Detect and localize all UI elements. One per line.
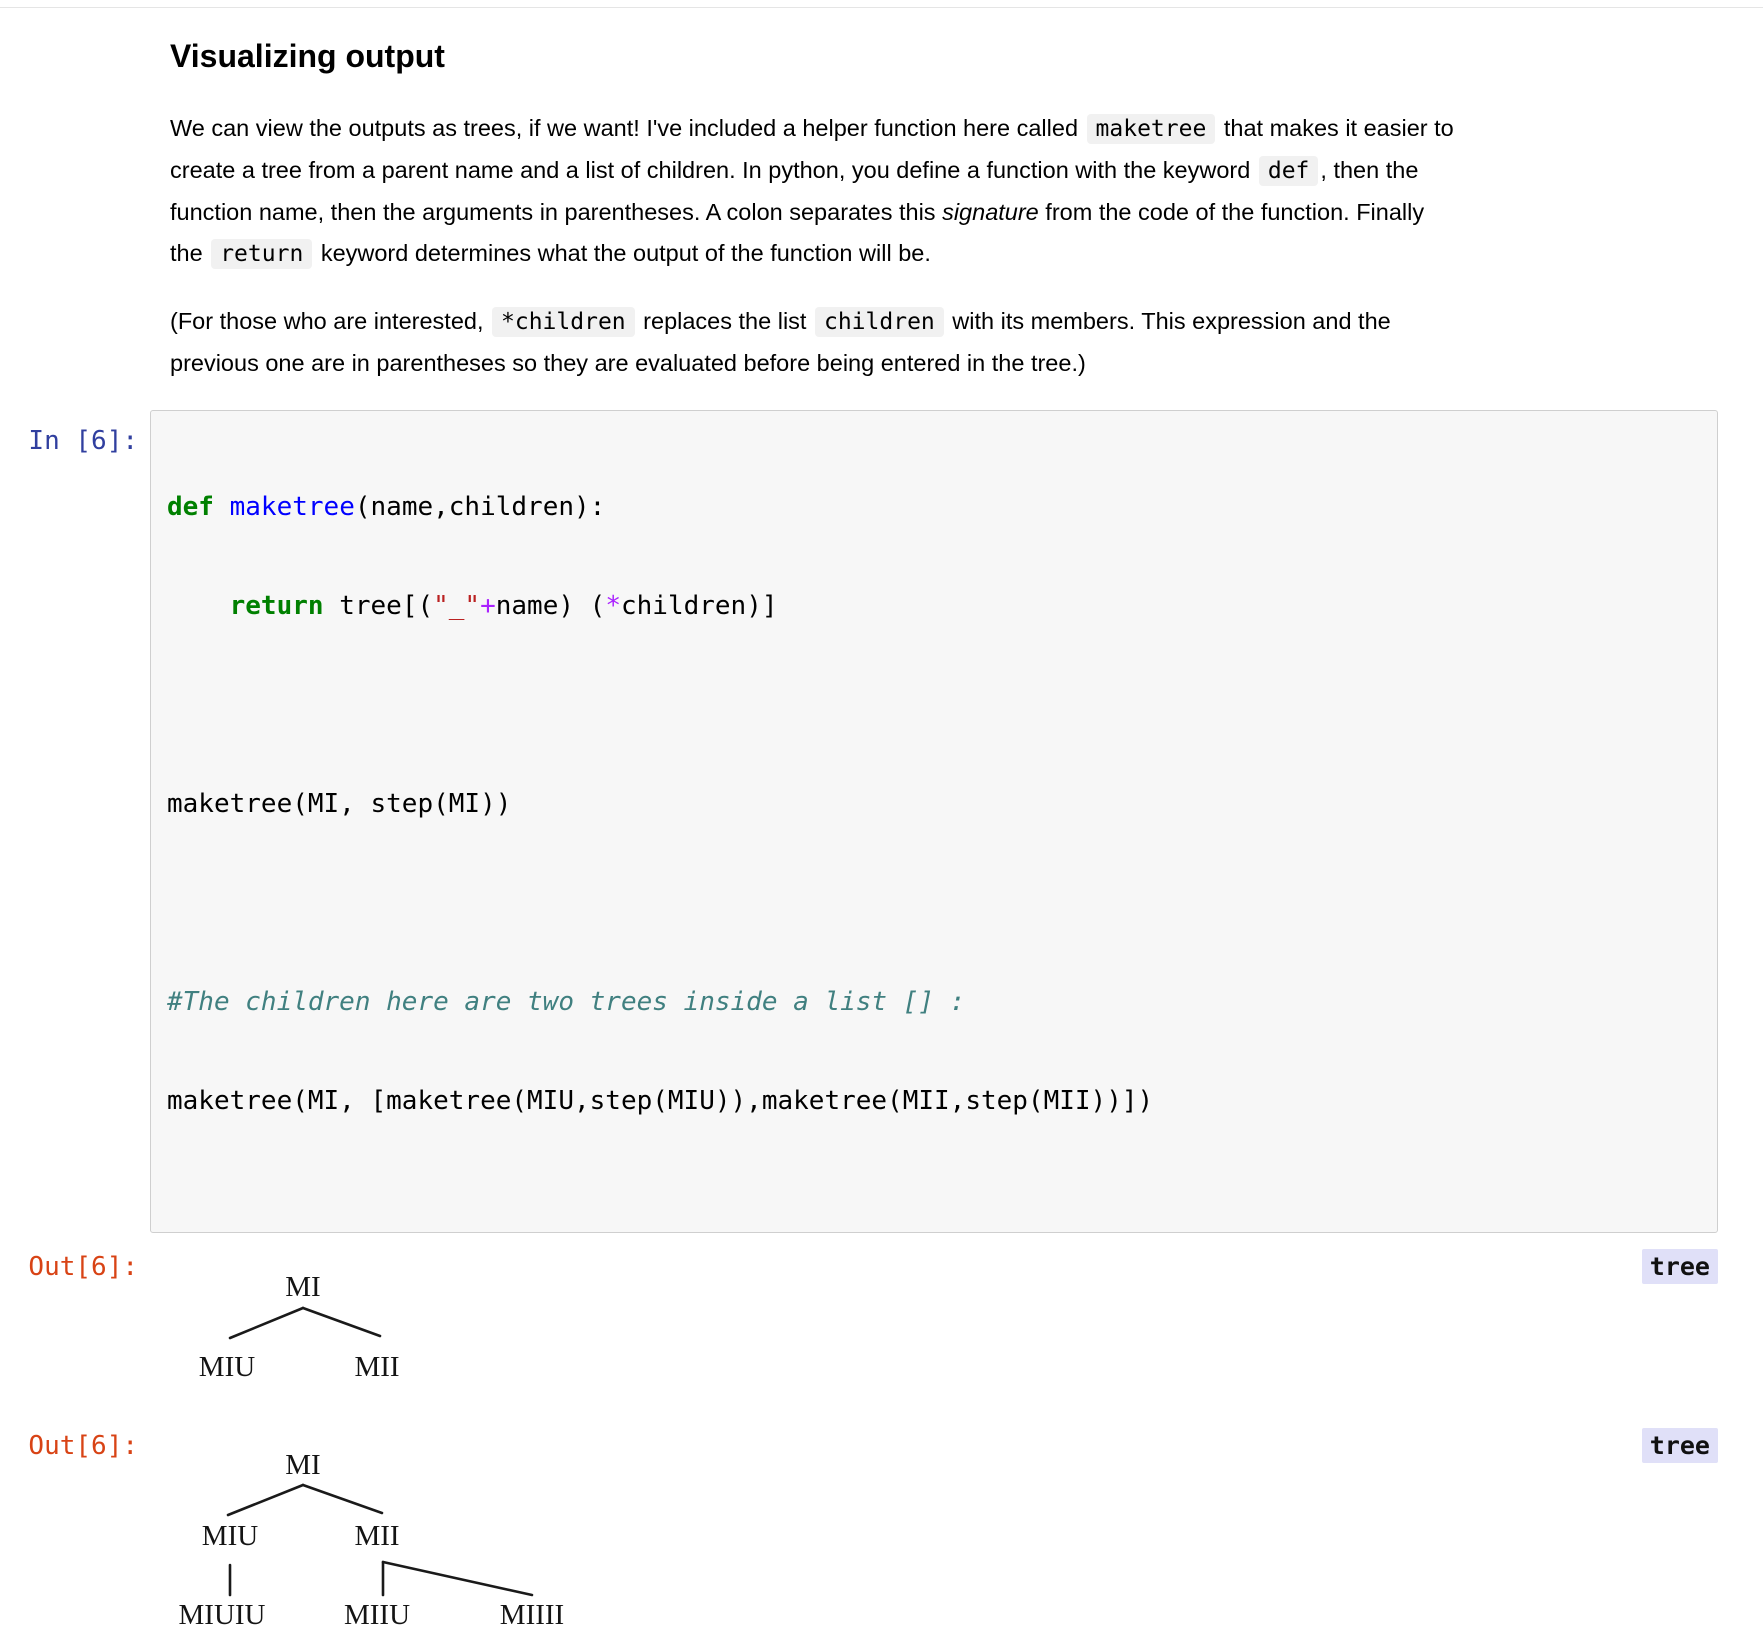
- output-prompt: Out[6]:: [28, 1431, 138, 1461]
- code-line: maketree(MI, step(MI)): [167, 789, 512, 819]
- code-line-blank: [167, 887, 1701, 920]
- text-run: (For those who are interested,: [170, 308, 491, 334]
- code-line: maketree(MI, [maketree(MIU,step(MIU)),ma…: [167, 1086, 1154, 1116]
- section-heading: Visualizing output: [170, 38, 445, 74]
- paragraph-2: (For those who are interested, *children…: [170, 301, 1718, 384]
- code-text: [214, 492, 230, 522]
- tree-node-label: MIIII: [500, 1599, 564, 1631]
- function-name: maketree: [229, 492, 355, 522]
- text-run: We can view the outputs as trees, if we …: [170, 115, 1085, 141]
- code-text: children)]: [620, 591, 778, 621]
- code-line: def maketree(name,children):: [167, 491, 1701, 524]
- code-area[interactable]: def maketree(name,children): return tree…: [167, 425, 1701, 1184]
- string-literal: "_": [433, 591, 481, 621]
- text-run: create a tree from a parent name and a l…: [170, 157, 1257, 183]
- paragraph-line: (For those who are interested, *children…: [170, 301, 1718, 343]
- output-area: tree MI MIU MII MIUIU MIIU MIIII: [150, 1428, 1718, 1640]
- inline-code-maketree: maketree: [1086, 114, 1216, 144]
- tree-edge: [381, 1560, 534, 1597]
- tree-edge: [301, 1483, 384, 1515]
- text-run: with its members. This expression and th…: [945, 308, 1391, 334]
- tree-diagram-2: MI MIU MII MIUIU MIIU MIIII: [179, 1449, 565, 1631]
- tree-node-label: MIIU: [344, 1599, 410, 1631]
- text-run: keyword determines what the output of th…: [314, 240, 931, 266]
- notebook-top-divider: [0, 7, 1763, 8]
- keyword-return: return: [229, 591, 324, 621]
- paragraph-line: create a tree from a parent name and a l…: [170, 150, 1718, 192]
- tree-node-label: MII: [354, 1351, 399, 1383]
- text-run: from the code of the function. Finally: [1038, 199, 1425, 225]
- markdown-cell: Visualizing output We can view the outpu…: [170, 36, 1718, 384]
- tree-node-label: MIU: [199, 1351, 255, 1383]
- tree-node-label: MI: [285, 1271, 320, 1303]
- output-cell-2: Out[6]: tree MI MIU MII MIUIU MIIU MIIII: [0, 1428, 1763, 1640]
- output-area: tree MI MIU MII: [150, 1249, 1718, 1399]
- paragraph-line: function name, then the arguments in par…: [170, 192, 1718, 233]
- output-cell-1: Out[6]: tree MI MIU MII: [0, 1249, 1763, 1399]
- tree-edge: [301, 1306, 382, 1338]
- text-run: function name, then the arguments in par…: [170, 199, 943, 225]
- inline-code-star-children: *children: [492, 307, 635, 337]
- code-comment-line: #The children here are two trees inside …: [167, 987, 966, 1017]
- code-cell: In [6]: def maketree(name,children): ret…: [0, 410, 1763, 1233]
- paragraph-line: We can view the outputs as trees, if we …: [170, 108, 1718, 150]
- code-editor[interactable]: def maketree(name,children): return tree…: [150, 410, 1718, 1233]
- code-text: tree[(: [323, 591, 434, 621]
- emphasis-signature: signature: [942, 199, 1039, 225]
- operator-plus: +: [480, 591, 496, 621]
- paragraph-1: We can view the outputs as trees, if we …: [170, 108, 1718, 275]
- text-run: replaces the list: [636, 308, 813, 334]
- code-text: (name,children):: [354, 492, 606, 522]
- tree-node-label: MIU: [202, 1520, 258, 1552]
- inline-code-def: def: [1258, 156, 1319, 186]
- tree-diagram-1: MI MIU MII: [199, 1271, 400, 1383]
- code-line-blank: [167, 689, 1701, 722]
- inline-code-children: children: [814, 307, 944, 337]
- keyword-def: def: [167, 492, 214, 522]
- code-line: return tree[("_"+name) (*children)]: [167, 590, 1701, 623]
- text-run: the: [170, 240, 210, 266]
- tree-edge: [226, 1483, 305, 1517]
- code-text: name) (: [495, 591, 606, 621]
- paragraph-line: the return keyword determines what the o…: [170, 233, 1718, 275]
- output-type-badge: tree: [1641, 1249, 1718, 1284]
- code-indent: [167, 591, 230, 621]
- tree-node-label: MI: [285, 1449, 320, 1481]
- inline-code-return: return: [211, 239, 313, 269]
- paragraph-line: previous one are in parentheses so they …: [170, 350, 1086, 376]
- input-prompt: In [6]:: [28, 426, 138, 456]
- output-prompt: Out[6]:: [28, 1252, 138, 1282]
- operator-star: *: [605, 591, 621, 621]
- tree-node-label: MII: [354, 1520, 399, 1552]
- output-type-badge: tree: [1641, 1428, 1718, 1463]
- tree-edge: [228, 1306, 305, 1340]
- text-run: , then the: [1320, 157, 1419, 183]
- tree-node-label: MIUIU: [179, 1599, 266, 1631]
- text-run: that makes it easier to: [1217, 115, 1454, 141]
